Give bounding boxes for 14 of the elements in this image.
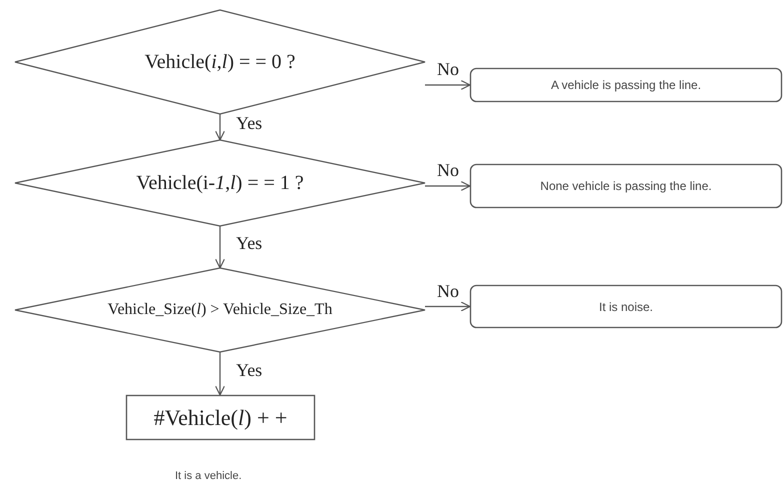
- arrow: [425, 180, 471, 192]
- condition-text: Vehicle_Size(l) > Vehicle_Size_Th: [108, 301, 332, 319]
- condition-text: Vehicle(i-1,l) = = 1 ?: [136, 172, 304, 194]
- result-text: It is noise.: [598, 300, 654, 314]
- arrow: [425, 301, 471, 312]
- arrow: [214, 352, 226, 396]
- result-text: A vehicle is passing the line.: [550, 78, 702, 92]
- note-text: It is a vehicle.: [175, 470, 242, 482]
- result-text: None vehicle is passing the line.: [540, 179, 712, 193]
- arrow: [214, 114, 226, 141]
- arrow: [425, 80, 471, 90]
- condition-text: Vehicle(i,l) = = 0 ?: [144, 50, 296, 74]
- arrow: [214, 226, 226, 269]
- process-text: #Vehicle(l) + +: [154, 404, 288, 430]
